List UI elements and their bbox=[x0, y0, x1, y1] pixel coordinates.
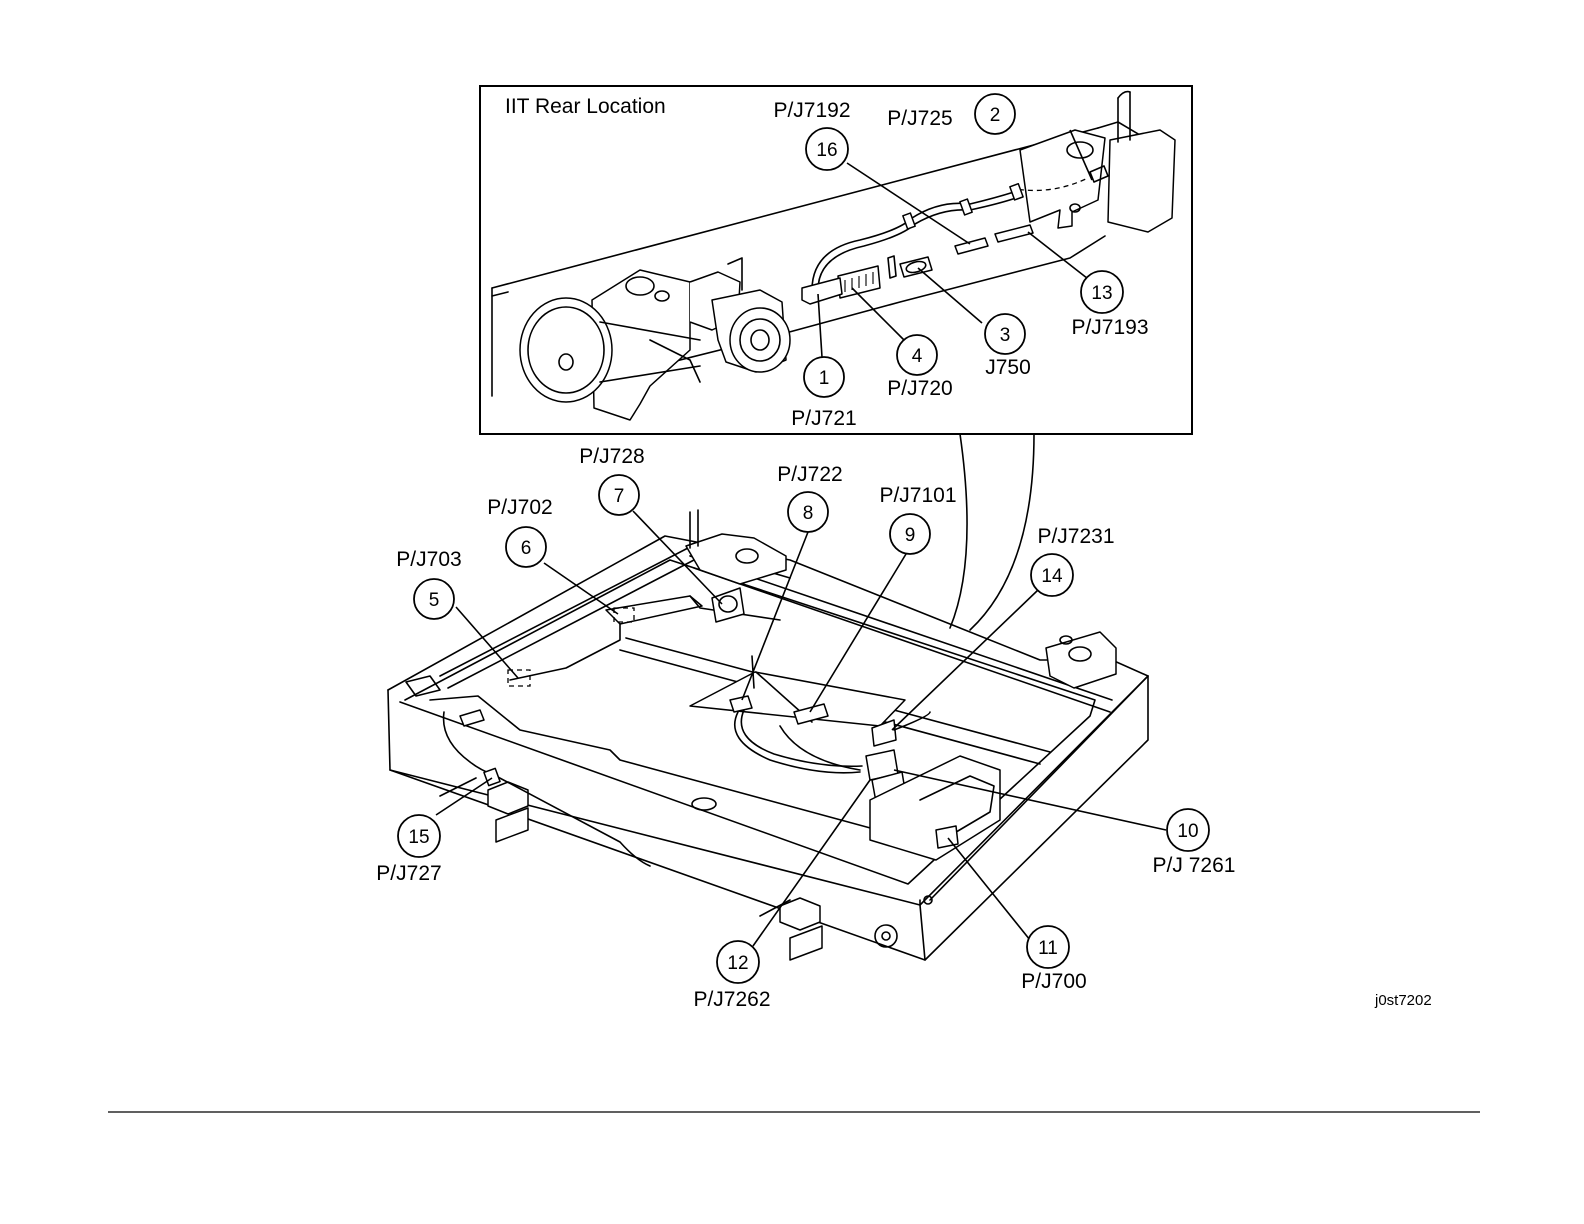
inset-title: IIT Rear Location bbox=[505, 95, 666, 118]
callout-14: 14 P/J7231 bbox=[1031, 525, 1115, 596]
callout-label: P/J703 bbox=[396, 548, 461, 571]
callout-number: 13 bbox=[1091, 283, 1112, 304]
callout-label: P/J720 bbox=[887, 377, 952, 400]
callout-number: 12 bbox=[727, 953, 748, 974]
figure-id: j0st7202 bbox=[1374, 992, 1432, 1009]
callout-number: 9 bbox=[905, 525, 916, 546]
callout-number: 8 bbox=[803, 503, 814, 524]
callout-number: 7 bbox=[614, 486, 625, 507]
callout-label: P/J725 bbox=[887, 107, 952, 130]
callout-label: P/J7231 bbox=[1037, 525, 1114, 548]
callout-label: P/J722 bbox=[777, 463, 842, 486]
callout-number: 15 bbox=[408, 827, 429, 848]
callout-10: 10 P/J 7261 bbox=[1153, 809, 1236, 877]
callout-number: 5 bbox=[429, 590, 440, 611]
callout-label: P/J721 bbox=[791, 407, 856, 430]
callout-label: P/J7193 bbox=[1071, 316, 1148, 339]
callout-11: 11 P/J700 bbox=[1021, 926, 1086, 993]
callout-number: 4 bbox=[912, 346, 923, 367]
callout-5: 5 P/J703 bbox=[396, 548, 461, 619]
callout-label: P/J 7261 bbox=[1153, 854, 1236, 877]
callout-label: P/J700 bbox=[1021, 970, 1086, 993]
callout-label: J750 bbox=[985, 356, 1031, 379]
callout-8: 8 P/J722 bbox=[777, 463, 842, 532]
callout-label: P/J7101 bbox=[879, 484, 956, 507]
callout-label: P/J702 bbox=[487, 496, 552, 519]
callout-label: P/J727 bbox=[376, 862, 441, 885]
callout-12: 12 P/J7262 bbox=[693, 941, 770, 1011]
callout-number: 11 bbox=[1038, 938, 1058, 959]
callout-6: 6 P/J702 bbox=[487, 496, 552, 567]
callout-label: P/J7192 bbox=[773, 99, 850, 122]
inset-pointer-left bbox=[950, 434, 967, 628]
callout-number: 3 bbox=[1000, 325, 1011, 346]
inset-pointer-right bbox=[970, 434, 1034, 630]
callout-number: 6 bbox=[521, 538, 532, 559]
callout-number: 10 bbox=[1177, 821, 1198, 842]
callout-label: P/J7262 bbox=[693, 988, 770, 1011]
callout-number: 16 bbox=[816, 140, 837, 161]
callout-7: 7 P/J728 bbox=[579, 445, 644, 515]
callout-label: P/J728 bbox=[579, 445, 644, 468]
callout-number: 14 bbox=[1041, 566, 1063, 587]
callout-number: 2 bbox=[990, 105, 1001, 126]
callout-15: 15 P/J727 bbox=[376, 815, 441, 885]
callout-9: 9 P/J7101 bbox=[879, 484, 956, 554]
callout-number: 1 bbox=[819, 368, 830, 389]
